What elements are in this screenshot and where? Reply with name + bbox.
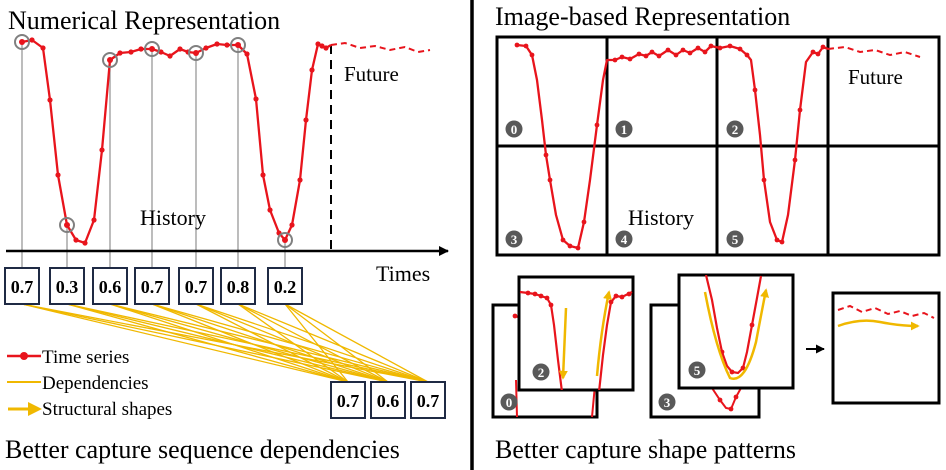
legend-time-series-swatch <box>7 352 41 360</box>
sample-value-boxes: 0.7 0.3 0.6 0.7 0.7 0.8 0.2 <box>4 267 303 305</box>
target-value: 0.7 <box>417 391 440 411</box>
patch-badge <box>726 230 744 248</box>
target-value-box <box>370 381 406 419</box>
structural-shape-arrow <box>558 307 568 380</box>
sample-value: 0.7 <box>11 277 34 297</box>
patch-number: 5 <box>732 232 739 247</box>
sample-value: 0.7 <box>185 277 208 297</box>
patch-number: 2 <box>732 122 739 137</box>
times-label: Times <box>376 261 430 286</box>
target-value-box <box>330 381 366 419</box>
legend-time-series-label: Time series <box>42 347 129 368</box>
sample-value-box <box>178 267 214 305</box>
inset-patch-number: 3 <box>664 395 671 410</box>
future-inset <box>831 291 941 405</box>
patch-number: 0 <box>511 122 518 137</box>
image-grid <box>495 35 941 257</box>
inset-patch-number: 0 <box>506 395 513 410</box>
left-panel-title: Numerical Representation <box>8 6 280 35</box>
patch-number: 4 <box>621 232 628 247</box>
target-value-box <box>410 381 446 419</box>
patch-badge <box>615 230 633 248</box>
patch-number: 1 <box>621 122 628 137</box>
patch-badge <box>505 230 523 248</box>
inset-patch-number: 5 <box>694 363 701 378</box>
structural-shape-arrow <box>837 319 920 331</box>
sample-value-box <box>267 267 303 305</box>
sample-value: 0.8 <box>227 277 250 297</box>
target-value: 0.7 <box>337 391 360 411</box>
right-history-label: History <box>628 205 694 230</box>
patch-badge <box>505 120 523 138</box>
legend-dependencies-label: Dependencies <box>42 373 149 394</box>
sample-value-box <box>92 267 128 305</box>
future-series-line <box>330 41 431 54</box>
patch-number-badges: 0 1 2 3 4 5 <box>505 120 744 248</box>
right-panel-title: Image-based Representation <box>495 2 790 31</box>
sample-value-box <box>4 267 40 305</box>
sample-value: 0.3 <box>56 277 79 297</box>
image-future-line <box>827 45 921 58</box>
structural-shape-arrow <box>703 288 770 380</box>
legend-structural-shapes-swatch <box>8 402 42 416</box>
sample-value: 0.6 <box>99 277 122 297</box>
right-future-label: Future <box>848 65 903 89</box>
structural-shape-arrow <box>595 290 612 377</box>
patch-badge <box>726 120 744 138</box>
legend-structural-shapes-label: Structural shapes <box>42 399 172 420</box>
sample-value: 0.7 <box>141 277 164 297</box>
sample-value-box <box>220 267 256 305</box>
patch-badge <box>615 120 633 138</box>
dependency-lines <box>21 303 429 383</box>
inset-pair-0-2: 0 2 <box>491 275 635 419</box>
legend: Time series Dependencies Structural shap… <box>7 347 172 420</box>
sample-value-box <box>49 267 85 305</box>
sample-value-box <box>134 267 170 305</box>
patch-number: 3 <box>511 232 518 247</box>
right-caption: Better capture shape patterns <box>495 435 796 464</box>
sampled-points <box>14 34 293 248</box>
target-value-boxes: 0.7 0.6 0.7 <box>330 381 446 419</box>
left-future-label: Future <box>344 62 399 86</box>
sample-drop-lines <box>21 42 286 268</box>
left-history-label: History <box>140 205 206 230</box>
time-series-points <box>29 37 329 246</box>
image-series-points <box>514 42 826 251</box>
left-caption: Better capture sequence dependencies <box>5 435 400 464</box>
target-value: 0.6 <box>377 391 400 411</box>
inset-pair-3-5: 3 5 <box>649 273 795 419</box>
sample-value: 0.2 <box>274 277 297 297</box>
inset-patch-number: 2 <box>538 365 545 380</box>
